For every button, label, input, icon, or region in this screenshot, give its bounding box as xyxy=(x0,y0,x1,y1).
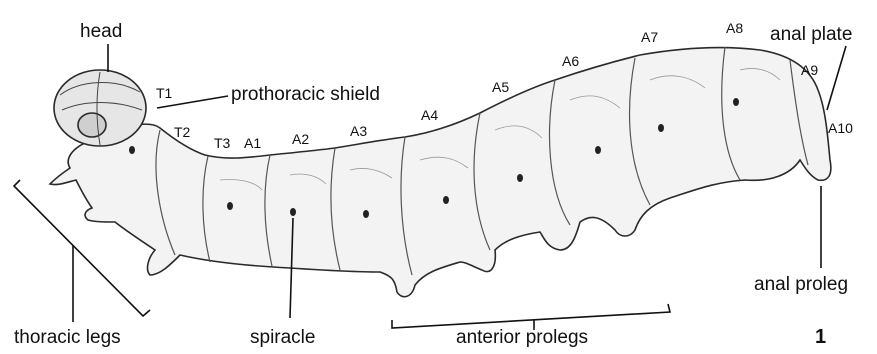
segment-label-a8: A8 xyxy=(726,20,743,36)
anterior-prolegs-bracket xyxy=(392,304,670,328)
figure-number: 1 xyxy=(815,326,826,348)
thoracic-legs-label: thoracic legs xyxy=(14,327,121,348)
segment-label-a3: A3 xyxy=(350,123,367,139)
spiracle-dot xyxy=(227,202,233,210)
prothoracic-shield-label: prothoracic shield xyxy=(231,84,380,105)
spiracle-label: spiracle xyxy=(250,327,315,348)
head-capsule xyxy=(54,70,146,146)
head-label: head xyxy=(80,21,122,42)
segment-label-a4: A4 xyxy=(421,107,438,123)
segment-label-a10: A10 xyxy=(828,120,853,136)
anal-plate-leader-line xyxy=(827,46,846,110)
spiracle-dot xyxy=(733,98,739,106)
segment-label-a5: A5 xyxy=(492,79,509,95)
segment-label-a1: A1 xyxy=(244,135,261,151)
anal-proleg-label: anal proleg xyxy=(754,274,848,295)
anal-plate-label: anal plate xyxy=(770,24,852,45)
spiracle-dot xyxy=(363,210,369,218)
anterior-prolegs-label: anterior prolegs xyxy=(456,327,588,348)
spiracle-dot xyxy=(595,146,601,154)
segment-label-a2: A2 xyxy=(292,131,309,147)
segment-label-a9: A9 xyxy=(801,62,818,78)
spiracle-dot xyxy=(517,174,523,182)
spiracle-dot xyxy=(658,124,664,132)
spiracle-dot xyxy=(290,208,296,216)
segment-label-a7: A7 xyxy=(641,29,658,45)
segment-label-t2: T2 xyxy=(174,124,191,140)
spiracle-dot xyxy=(443,196,449,204)
spiracle-dot xyxy=(129,146,135,154)
segment-label-a6: A6 xyxy=(562,53,579,69)
segment-label-t3: T3 xyxy=(214,135,231,151)
segment-label-t1: T1 xyxy=(156,85,173,101)
